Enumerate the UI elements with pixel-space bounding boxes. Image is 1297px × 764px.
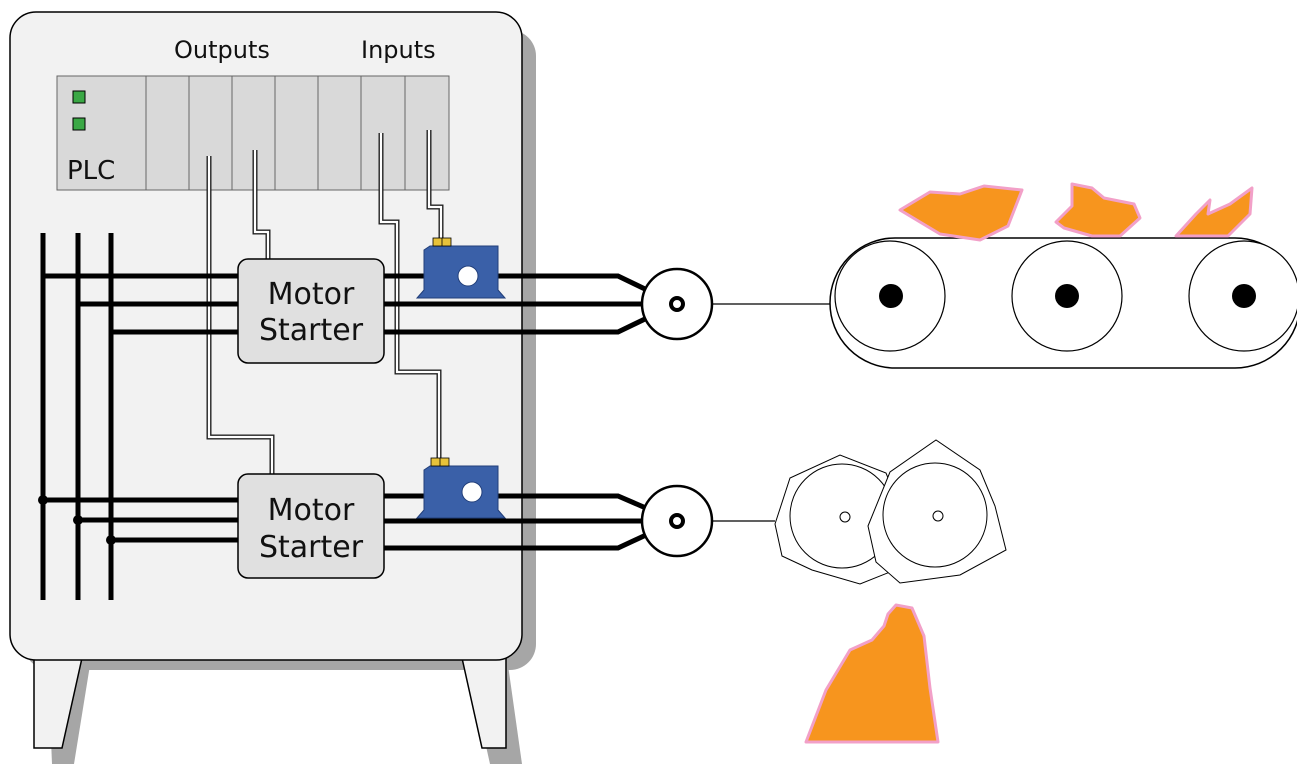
- outputs-label: Outputs: [174, 36, 270, 64]
- plc-signal-wires: [206, 130, 444, 474]
- status-led-1: [72, 90, 86, 104]
- starter-1-line1: Motor: [268, 277, 355, 312]
- current-sensor-icon: [415, 457, 507, 519]
- current-sensor-icon: [415, 237, 507, 299]
- conveyor-belt-icon: [829, 237, 1297, 369]
- plc-label: PLC: [67, 156, 115, 186]
- cabinet-leg-right: [461, 657, 507, 749]
- motor-starter-1: Motor Starter: [237, 258, 385, 364]
- motor-starter-2: Motor Starter: [237, 473, 385, 579]
- motor-icon: [640, 267, 830, 341]
- crusher-rollers-icon: [774, 439, 1007, 585]
- starter-2-line1: Motor: [268, 493, 355, 528]
- motor-icon: [640, 484, 775, 558]
- starter-1-line2: Starter: [259, 313, 364, 348]
- crushed-material-pile: [804, 603, 940, 744]
- starter-2-line2: Starter: [259, 530, 364, 565]
- status-led-2: [72, 117, 86, 131]
- inputs-label: Inputs: [361, 36, 436, 64]
- conveyed-material: [898, 182, 1254, 242]
